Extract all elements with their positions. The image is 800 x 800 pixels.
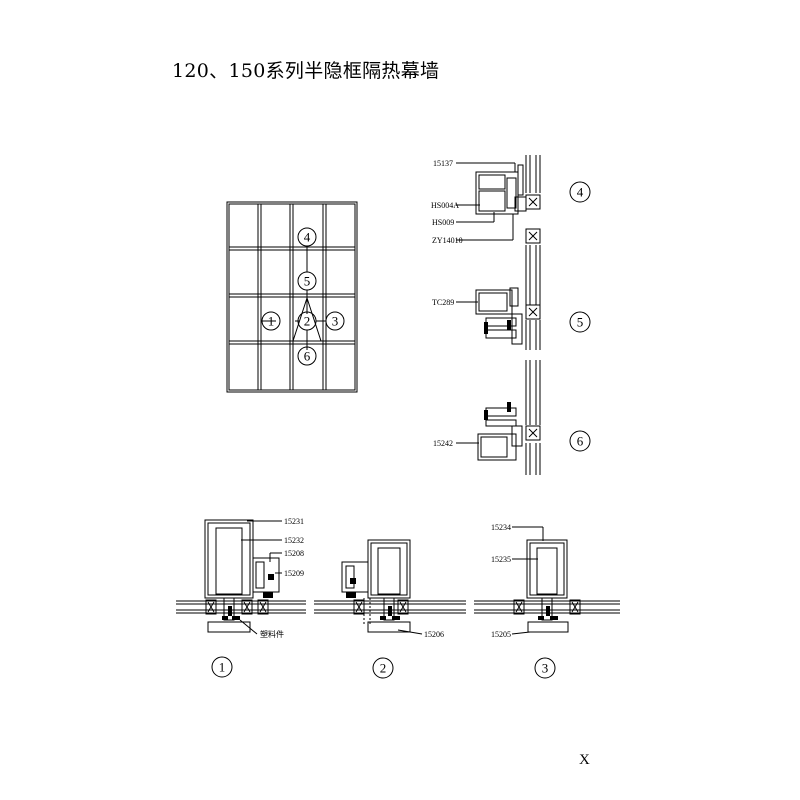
section-marker-5: 5 xyxy=(577,315,584,330)
section-1-marker-circle xyxy=(211,656,233,678)
label-hs004a: HS004A xyxy=(431,201,459,210)
label-15235: 15235 xyxy=(491,555,511,564)
section-marker-circle-4 xyxy=(569,181,591,203)
marker-2: 2 xyxy=(304,314,311,329)
marker-3: 3 xyxy=(332,314,339,329)
section-marker-circle-5 xyxy=(569,311,591,333)
section-3: 15234 15235 15205 3 xyxy=(491,523,581,679)
label-15137: 15137 xyxy=(433,159,453,168)
label-zy14010: ZY14010 xyxy=(432,236,463,245)
label-15208: 15208 xyxy=(284,549,304,558)
section-3-marker-circle xyxy=(534,657,556,679)
label-15232: 15232 xyxy=(284,536,304,545)
page-title: 120、150系列半隐框隔热幕墙 xyxy=(172,60,440,82)
marker-1: 1 xyxy=(268,314,275,329)
marker-circle-4 xyxy=(297,227,317,247)
label-15234: 15234 xyxy=(491,523,511,532)
marker-circle-5 xyxy=(297,271,317,291)
marker-6: 6 xyxy=(304,349,311,364)
section-2-marker: 2 xyxy=(380,661,387,676)
section-2: 15206 2 xyxy=(341,539,444,679)
label-plastic-part: 塑料件 xyxy=(260,629,284,639)
label-15205: 15205 xyxy=(491,630,511,639)
section-1: 15231 15232 15208 15209 塑料件 1 xyxy=(204,517,304,678)
marker-5: 5 xyxy=(304,274,311,289)
section-marker-6: 6 xyxy=(577,434,584,449)
marker-circle-2 xyxy=(297,311,317,331)
marker-circle-3 xyxy=(325,311,345,331)
vertical-section: 15137 HS004A HS009 ZY14010 TC289 15242 4… xyxy=(431,155,591,475)
label-15206: 15206 xyxy=(424,630,444,639)
label-hs009: HS009 xyxy=(432,218,454,227)
label-tc289: TC289 xyxy=(432,298,454,307)
section-marker-circle-6 xyxy=(569,430,591,452)
section-1-marker: 1 xyxy=(219,660,226,675)
label-15242: 15242 xyxy=(433,439,453,448)
section-2-marker-circle xyxy=(372,657,394,679)
section-3-marker: 3 xyxy=(542,661,549,676)
marker-circle-6 xyxy=(297,346,317,366)
elevation-grid: 4 5 2 1 3 6 xyxy=(226,201,358,393)
label-15231: 15231 xyxy=(284,517,304,526)
page-number: X xyxy=(579,752,590,768)
marker-circle-1 xyxy=(261,311,281,331)
label-15209: 15209 xyxy=(284,569,304,578)
section-marker-4: 4 xyxy=(577,185,584,200)
marker-4: 4 xyxy=(304,230,311,245)
